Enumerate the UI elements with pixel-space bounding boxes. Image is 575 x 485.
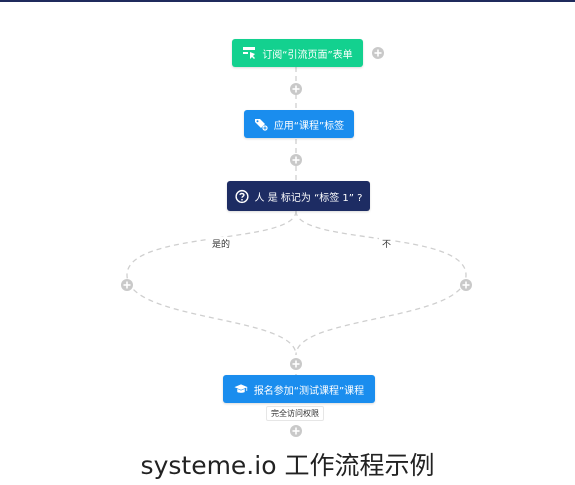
question-icon xyxy=(234,189,249,203)
add-step-button[interactable] xyxy=(290,425,302,437)
node-condition-label: 人 是 标记为 “标签 1” ? xyxy=(254,192,363,204)
add-step-button[interactable] xyxy=(290,154,302,166)
branch-no-path xyxy=(295,210,467,356)
access-badge: 完全访问权限 xyxy=(266,406,324,421)
node-enroll-course[interactable]: 报名参加“测试课程”课程 xyxy=(223,375,375,403)
node-condition[interactable]: 人 是 标记为 “标签 1” ? xyxy=(227,181,370,211)
plus-icon xyxy=(374,49,382,57)
plus-icon xyxy=(292,156,300,164)
top-bar xyxy=(0,0,575,2)
tag-icon xyxy=(254,117,268,131)
graduation-cap-icon xyxy=(234,382,248,396)
add-step-button[interactable] xyxy=(290,83,302,95)
plus-icon xyxy=(292,85,300,93)
form-icon xyxy=(242,46,256,60)
node-enroll-label: 报名参加“测试课程”课程 xyxy=(253,385,365,397)
caption: systeme.io 工作流程示例 xyxy=(140,451,435,480)
plus-icon xyxy=(462,281,470,289)
branch-label-no: 不 xyxy=(379,237,395,250)
add-step-button[interactable] xyxy=(372,47,384,59)
node-apply-tag-label: 应用“课程”标签 xyxy=(273,120,345,132)
add-step-button-no-branch[interactable] xyxy=(460,279,472,291)
node-apply-tag[interactable]: 应用“课程”标签 xyxy=(244,110,354,138)
plus-icon xyxy=(123,281,131,289)
branch-yes-path xyxy=(126,210,297,356)
plus-icon xyxy=(292,427,300,435)
plus-icon xyxy=(292,360,300,368)
add-step-button-yes-branch[interactable] xyxy=(121,279,133,291)
branch-label-yes: 是的 xyxy=(209,237,234,250)
add-step-button[interactable] xyxy=(290,358,302,370)
node-subscribe-label: 订阅“引流页面”表单 xyxy=(262,49,353,61)
node-subscribe-form[interactable]: 订阅“引流页面”表单 xyxy=(232,39,363,67)
